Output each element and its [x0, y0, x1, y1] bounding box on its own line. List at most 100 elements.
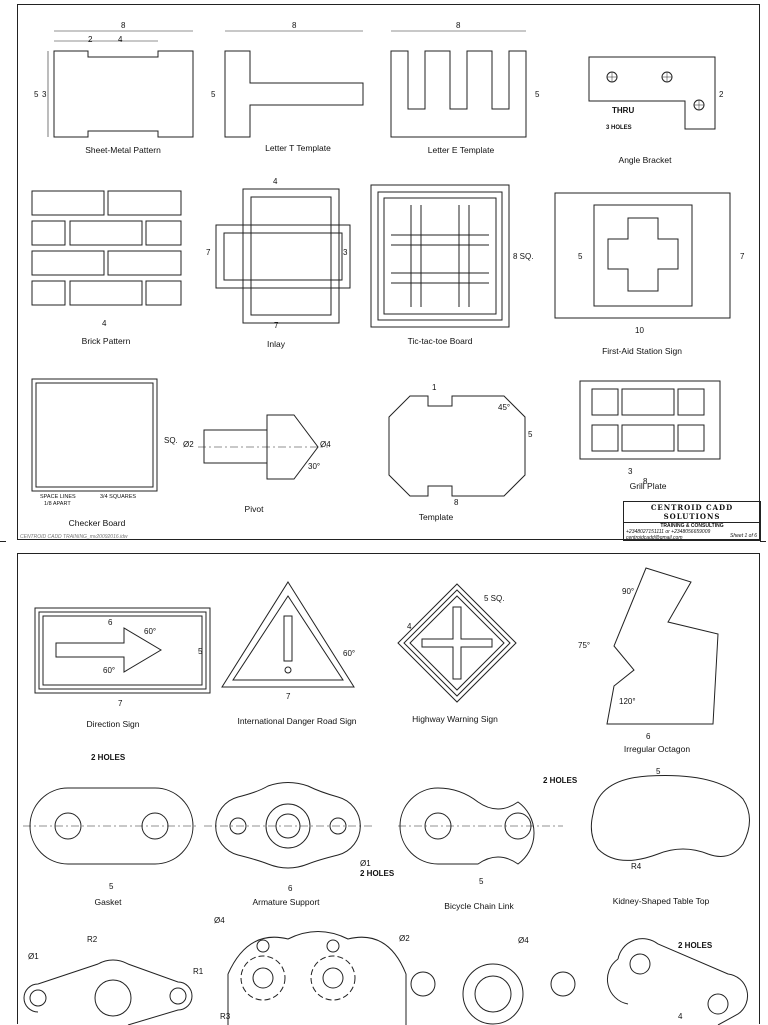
dim-bottom-4: 4	[678, 1012, 682, 1021]
dim-sheet-metal-3: 3	[42, 90, 46, 99]
dim-bottom-d4b: Ø4	[518, 936, 529, 945]
dim-tictactoe-sq: 8 SQ.	[513, 252, 533, 261]
checker-board-drawing	[32, 379, 157, 491]
armature-support-drawing	[204, 783, 374, 869]
dim-octagon-75: 75°	[578, 641, 590, 650]
dim-direction-5: 5	[198, 647, 202, 656]
caption-letter-t-template: Letter T Template	[265, 143, 331, 153]
caption-angle-bracket: Angle Bracket	[619, 155, 672, 165]
dim-bottom-r3: R3	[220, 1012, 230, 1021]
caption-tictactoe-board: Tic-tac-toe Board	[408, 336, 473, 346]
caption-first-aid-sign: First-Aid Station Sign	[602, 346, 682, 356]
dim-inlay-7: 7	[206, 248, 210, 257]
caption-inlay: Inlay	[267, 339, 285, 349]
letter-t-outline	[225, 51, 363, 137]
caption-pivot: Pivot	[245, 504, 264, 514]
dim-pivot-30: 30°	[308, 462, 320, 471]
dim-brick-4: 4	[102, 319, 106, 328]
dim-first-aid-7: 7	[740, 252, 744, 261]
dim-highway-sq: 5 SQ.	[484, 594, 504, 603]
dim-letter-t-8: 8	[292, 21, 296, 30]
sheet-2-drawings	[18, 554, 761, 1025]
caption-letter-e-template: Letter E Template	[428, 145, 494, 155]
dim-octagon-120: 120°	[619, 697, 636, 706]
dim-checker-sq: SQ.	[164, 436, 178, 445]
checker-space-lines: SPACE LINES	[40, 494, 76, 500]
dim-template-8: 8	[454, 498, 458, 507]
caption-kidney-table-top: Kidney-Shaped Table Top	[613, 896, 710, 906]
dim-octagon-6: 6	[646, 732, 650, 741]
dim-armature-d1: Ø1	[360, 859, 371, 868]
sheet-number: Sheet 1 of 6	[730, 533, 757, 539]
dim-bottom-d1: Ø1	[28, 952, 39, 961]
caption-danger-road-sign: International Danger Road Sign	[237, 716, 356, 726]
dim-gasket-5: 5	[109, 882, 113, 891]
dim-sheet-metal-5: 5	[34, 90, 38, 99]
bottom-row-drawings	[24, 932, 748, 1025]
dim-template-1: 1	[432, 383, 436, 392]
dim-direction-60b: 60°	[103, 666, 115, 675]
checker-apart: 1/8 APART	[44, 501, 71, 507]
sheet-separator-tick-left	[0, 541, 6, 542]
armature-holes: 2 HOLES	[360, 869, 394, 878]
caption-sheet-metal-pattern: Sheet-Metal Pattern	[85, 145, 161, 155]
dim-letter-e-5: 5	[535, 90, 539, 99]
bottom-holes: 2 HOLES	[678, 941, 712, 950]
kidney-table-drawing	[591, 775, 749, 860]
caption-direction-sign: Direction Sign	[87, 719, 140, 729]
dim-bottom-d4: Ø4	[214, 916, 225, 925]
dim-danger-60: 60°	[343, 649, 355, 658]
dim-inlay-7-bottom: 7	[274, 321, 278, 330]
grill-plate-drawing	[580, 381, 720, 459]
dim-kidney-5: 5	[656, 767, 660, 776]
sheet-metal-outline	[54, 51, 193, 137]
title-block: CENTROID CADD SOLUTIONS TRAINING & CONSU…	[623, 501, 761, 541]
caption-bicycle-chain-link: Bicycle Chain Link	[444, 901, 513, 911]
dim-bottom-d2: Ø2	[399, 934, 410, 943]
inlay-drawing	[216, 189, 350, 323]
dim-template-45: 45°	[498, 403, 510, 412]
company-name: CENTROID CADD SOLUTIONS	[624, 502, 760, 523]
dim-inlay-3: 3	[343, 248, 347, 257]
sheet-1-drawings	[18, 5, 761, 541]
dim-letter-e-8: 8	[456, 21, 460, 30]
angle-bracket-holes: 3 HOLES	[606, 125, 632, 131]
dim-sheet-metal-2: 2	[88, 35, 92, 44]
dim-template-5: 5	[528, 430, 532, 439]
angle-bracket-thru: THRU	[612, 106, 634, 115]
checker-squares: 3/4 SQUARES	[100, 494, 136, 500]
dim-letter-t-5: 5	[211, 90, 215, 99]
caption-irregular-octagon: Irregular Octagon	[624, 744, 690, 754]
dim-bottom-r2: R2	[87, 935, 97, 944]
dim-direction-60: 60°	[144, 627, 156, 636]
dim-pivot-d2: Ø2	[183, 440, 194, 449]
file-name-note: CENTROID CADD TRAINING_mv20092016.idw	[20, 534, 128, 540]
tictactoe-drawing	[371, 185, 509, 327]
dim-first-aid-10: 10	[635, 326, 644, 335]
dim-bottom-r1: R1	[193, 967, 203, 976]
caption-checker-board: Checker Board	[69, 518, 126, 528]
dim-sheet-metal-4: 4	[118, 35, 122, 44]
danger-sign-drawing	[222, 582, 354, 687]
gasket-holes: 2 HOLES	[91, 753, 125, 762]
dim-armature-6: 6	[288, 884, 292, 893]
dim-direction-6: 6	[108, 618, 112, 627]
drawing-sheet-1: 8 2 4 5 3 8 5 8 5 2 THRU 3 HOLES 4 7 3 7…	[17, 4, 760, 540]
dim-grill-3: 3	[628, 467, 632, 476]
dim-inlay-4: 4	[273, 177, 277, 186]
direction-sign-drawing	[35, 608, 210, 693]
dim-sheet-metal-width: 8	[121, 21, 125, 30]
dim-direction-7: 7	[118, 699, 122, 708]
caption-armature-support: Armature Support	[252, 897, 319, 907]
caption-highway-warning-sign: Highway Warning Sign	[412, 714, 498, 724]
dim-angle-bracket-2: 2	[719, 90, 723, 99]
dim-first-aid-5: 5	[578, 252, 582, 261]
dim-octagon-90: 90°	[622, 587, 634, 596]
brick-pattern	[32, 191, 181, 305]
caption-template: Template	[419, 512, 454, 522]
dim-kidney-r4: R4	[631, 862, 641, 871]
caption-gasket: Gasket	[95, 897, 122, 907]
caption-grill-plate: Grill Plate	[630, 481, 667, 491]
dim-danger-7: 7	[286, 692, 290, 701]
sheet-separator-tick-right	[760, 541, 766, 542]
